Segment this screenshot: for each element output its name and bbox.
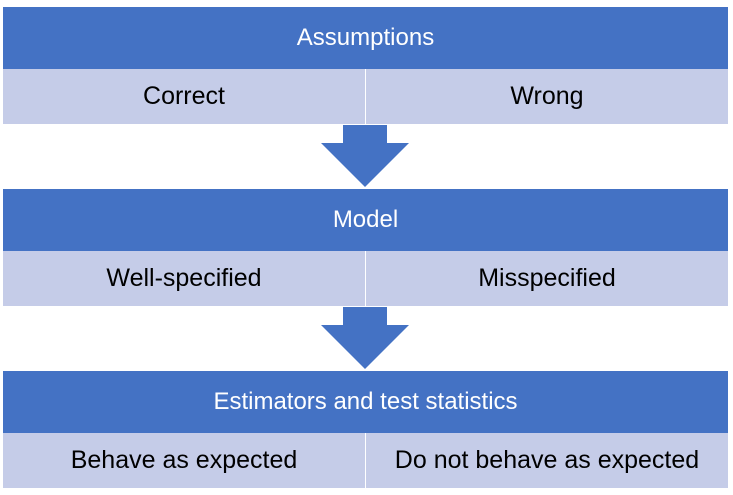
assumptions-header: Assumptions xyxy=(3,7,728,69)
estimators-options-row: Behave as expected Do not behave as expe… xyxy=(3,433,728,489)
estimators-header: Estimators and test statistics xyxy=(3,371,728,433)
down-arrow-icon xyxy=(321,307,409,369)
model-options-row: Well-specified Misspecified xyxy=(3,251,728,307)
assumptions-options-row: Correct Wrong xyxy=(3,69,728,125)
model-well-specified-cell: Well-specified xyxy=(3,251,365,306)
assumptions-correct-cell: Correct xyxy=(3,69,365,124)
assumptions-correct-label: Correct xyxy=(143,82,225,110)
model-title: Model xyxy=(332,206,399,233)
model-misspecified-label: Misspecified xyxy=(478,264,616,292)
estimators-not-expected-label: Do not behave as expected xyxy=(394,446,700,474)
assumptions-wrong-label: Wrong xyxy=(510,82,584,110)
model-header: Model xyxy=(3,189,728,251)
estimators-not-expected-cell: Do not behave as expected xyxy=(365,433,728,488)
estimators-expected-label: Behave as expected xyxy=(70,446,298,474)
model-misspecified-cell: Misspecified xyxy=(365,251,728,306)
model-well-specified-label: Well-specified xyxy=(106,264,262,292)
assumptions-wrong-cell: Wrong xyxy=(365,69,728,124)
estimators-title: Estimators and test statistics xyxy=(213,388,518,415)
assumptions-title: Assumptions xyxy=(296,24,435,51)
estimators-expected-cell: Behave as expected xyxy=(3,433,365,488)
down-arrow-icon xyxy=(321,125,409,187)
